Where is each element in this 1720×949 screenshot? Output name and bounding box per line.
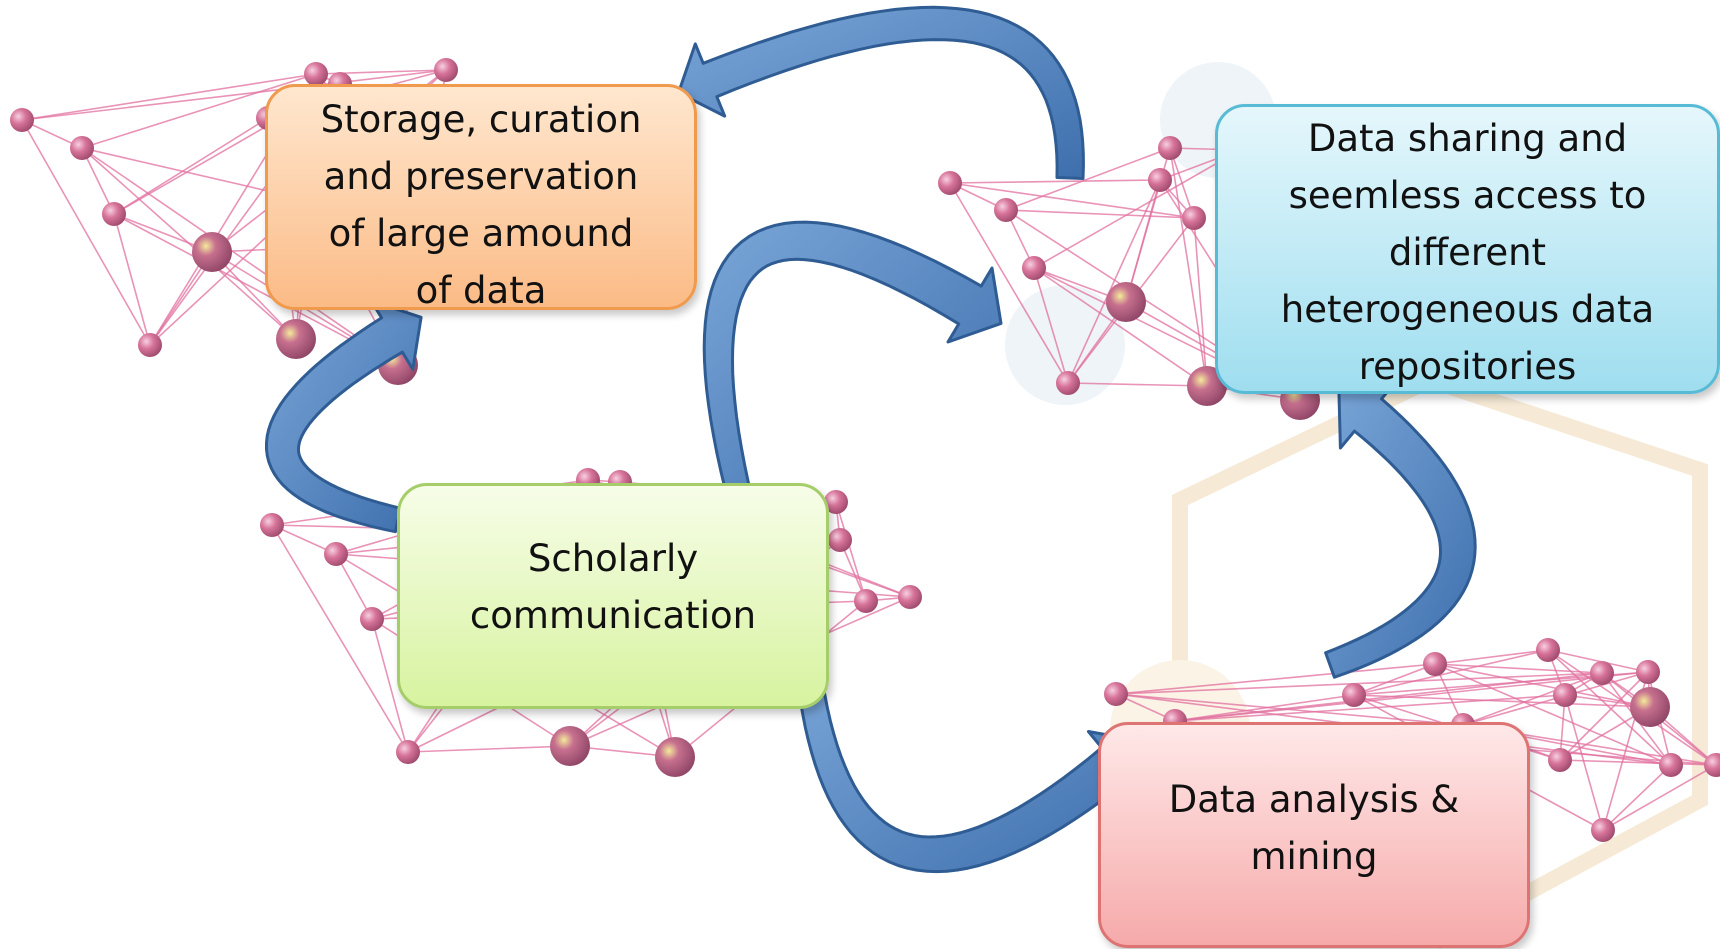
- network-node: [1022, 256, 1046, 280]
- network-edge: [1115, 663, 1436, 695]
- network-edge: [1169, 147, 1208, 387]
- network-edge: [1005, 209, 1195, 219]
- network-edge: [1434, 663, 1672, 766]
- storage-node: Storage, curation and preservation of la…: [265, 84, 697, 312]
- network-node: [1659, 753, 1683, 777]
- network-edge: [1434, 649, 1549, 665]
- network-node: [434, 58, 458, 82]
- network-edge: [211, 251, 297, 340]
- network-node: [102, 202, 126, 226]
- background-circle: [1005, 285, 1125, 405]
- network-edge: [949, 179, 1161, 184]
- network-edge: [1193, 217, 1208, 387]
- network-node: [1342, 683, 1366, 707]
- network-node: [1704, 753, 1720, 777]
- network-edge: [1434, 663, 1651, 708]
- network-node: [1182, 206, 1206, 230]
- network-edge: [1067, 382, 1208, 387]
- network-edge: [1462, 672, 1603, 726]
- network-edge: [271, 524, 409, 753]
- network-edge: [21, 73, 317, 121]
- network-edge: [949, 182, 1069, 384]
- network-node: [1104, 682, 1128, 706]
- network-node: [360, 607, 384, 631]
- network-node: [304, 62, 328, 86]
- network-edge: [1115, 672, 1603, 695]
- arrow-scholarly-to-storage: [265, 299, 423, 534]
- network-node: [138, 333, 162, 357]
- data-sharing-node: Data sharing and seemless access to diff…: [1215, 104, 1720, 394]
- network-node: [260, 513, 284, 537]
- network-edge: [1564, 694, 1604, 831]
- network-node: [938, 171, 962, 195]
- network-node: [324, 542, 348, 566]
- network-edge: [335, 553, 373, 620]
- network-edge: [1547, 649, 1672, 766]
- network-edge: [1353, 649, 1549, 696]
- network-edge: [1033, 267, 1208, 387]
- network-node: [1553, 683, 1577, 707]
- arrow-analysis-to-sharing: [1324, 380, 1477, 679]
- network-edge: [1174, 694, 1355, 722]
- arrow-scholarly-to-sharing: [702, 220, 1003, 492]
- network-node: [1106, 282, 1146, 322]
- network-edge: [21, 69, 447, 121]
- network-edge: [407, 745, 571, 753]
- network-edge: [949, 182, 1195, 219]
- network-edge: [371, 618, 409, 753]
- network-node: [898, 585, 922, 609]
- network-edge: [1174, 671, 1649, 722]
- network-edge: [81, 73, 317, 149]
- network-node: [1056, 371, 1080, 395]
- network-edge: [1602, 764, 1672, 831]
- scholarly-communication-node: Scholarly communication: [397, 483, 829, 709]
- network-node: [1158, 136, 1182, 160]
- network-node: [1148, 168, 1172, 192]
- network-edge: [1174, 694, 1566, 722]
- network-edge: [1559, 671, 1649, 761]
- network-edge: [1125, 179, 1161, 303]
- network-node: [70, 136, 94, 160]
- network-edge: [1353, 663, 1436, 696]
- network-edge: [1353, 694, 1651, 708]
- arrow-scholarly-to-analysis: [794, 662, 1145, 874]
- network-node: [655, 737, 695, 777]
- network-edge: [113, 213, 151, 346]
- network-edge: [1434, 663, 1603, 674]
- network-edge: [1033, 149, 1241, 269]
- network-node: [1548, 748, 1572, 772]
- network-node: [192, 232, 232, 272]
- network-edge: [1033, 267, 1069, 384]
- network-node: [1591, 818, 1615, 842]
- network-edge: [1547, 649, 1649, 673]
- network-node: [854, 589, 878, 613]
- network-node: [1590, 661, 1614, 685]
- network-edge: [113, 117, 269, 215]
- network-node: [1636, 660, 1660, 684]
- network-edge: [1559, 759, 1717, 766]
- network-node: [1536, 638, 1560, 662]
- network-node: [1423, 652, 1447, 676]
- network-node: [994, 198, 1018, 222]
- arrow-sharing-to-storage: [677, 5, 1085, 180]
- network-node: [824, 490, 848, 514]
- network-node: [10, 108, 34, 132]
- network-edge: [1005, 147, 1171, 211]
- network-node: [276, 319, 316, 359]
- network-edge: [81, 147, 399, 366]
- network-edge: [1067, 179, 1161, 384]
- network-node: [1630, 687, 1670, 727]
- network-edge: [81, 147, 115, 215]
- network-node: [396, 740, 420, 764]
- network-node: [550, 726, 590, 766]
- network-edge: [1169, 147, 1195, 219]
- network-edge: [21, 119, 151, 346]
- network-node: [828, 528, 852, 552]
- data-analysis-node: Data analysis & mining: [1098, 722, 1530, 948]
- network-edge: [835, 501, 867, 602]
- network-edge: [1602, 764, 1717, 831]
